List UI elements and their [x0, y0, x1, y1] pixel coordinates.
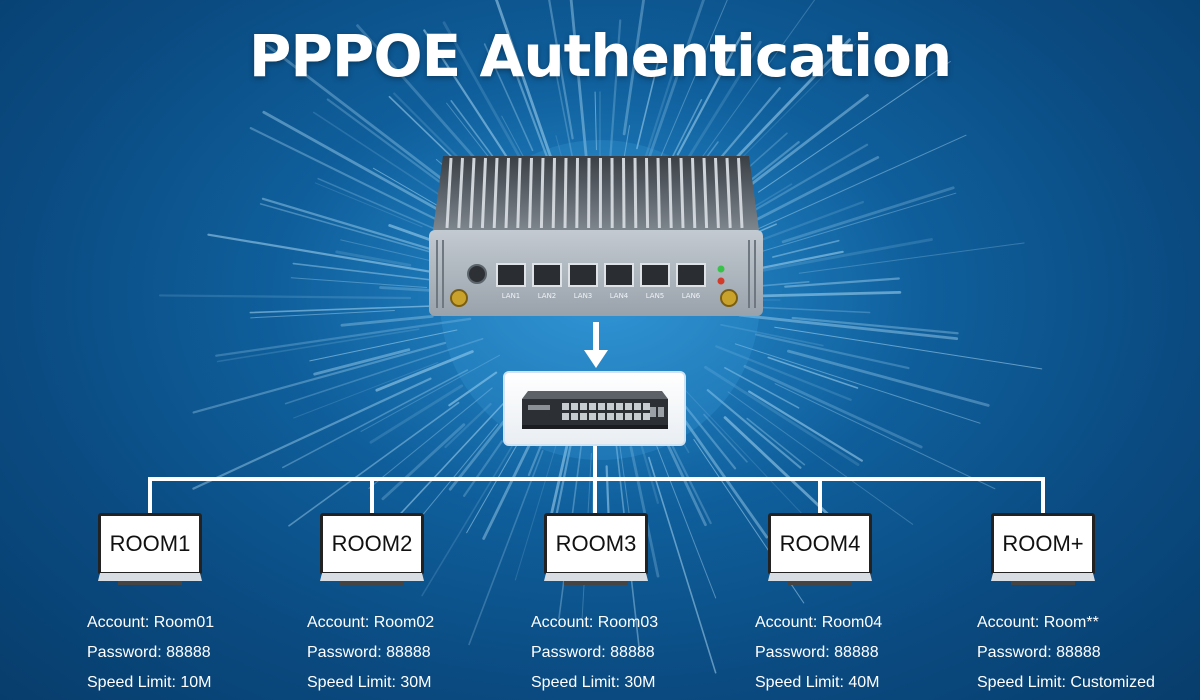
port-label: LAN1	[502, 292, 521, 300]
switch-port-icon	[589, 403, 596, 410]
port-label: LAN3	[574, 292, 593, 300]
arrow-down-icon	[584, 322, 608, 368]
ethernet-port-icon	[532, 263, 562, 287]
switch-port-icon	[643, 413, 650, 420]
speed-limit-text: Speed Limit: 30M	[531, 674, 656, 691]
status-led-icon	[717, 277, 725, 285]
switch-port-icon	[634, 403, 641, 410]
room-label: ROOM2	[331, 531, 413, 556]
port-label: LAN2	[538, 292, 557, 300]
switch-port-icon	[571, 413, 578, 420]
monitor-stand-icon	[98, 573, 202, 585]
switch-port-icon	[607, 403, 614, 410]
password-text: Password: 88888	[531, 644, 655, 661]
ethernet-port-icon	[568, 263, 598, 287]
room-info: Account: Room01 Password: 88888 Speed Li…	[87, 608, 214, 698]
monitor-screen: ROOM2	[320, 513, 424, 575]
ethernet-port-icon	[496, 263, 526, 287]
antenna-connector-icon	[720, 289, 738, 307]
switch-port-icon	[598, 403, 605, 410]
switch-port-icon	[562, 413, 569, 420]
room-info: Account: Room03 Password: 88888 Speed Li…	[531, 608, 658, 698]
speed-limit-text: Speed Limit: 40M	[755, 674, 880, 691]
port-label: LAN5	[646, 292, 665, 300]
switch-port-icon	[589, 413, 596, 420]
monitor-screen: ROOM4	[768, 513, 872, 575]
account-text: Account: Room04	[755, 614, 883, 631]
room-label: ROOM1	[109, 531, 191, 556]
speed-limit-text: Speed Limit: 30M	[307, 674, 432, 691]
speed-limit-text: Speed Limit: 10M	[87, 674, 212, 691]
room-label: ROOM4	[779, 531, 861, 556]
network-switch-box	[503, 371, 686, 446]
monitor-stand-icon	[991, 573, 1095, 585]
switch-port-icon	[625, 403, 632, 410]
password-text: Password: 88888	[755, 644, 879, 661]
room-monitor: ROOM2	[320, 513, 424, 585]
room-info: Account: Room02 Password: 88888 Speed Li…	[307, 608, 434, 698]
power-jack-icon	[467, 264, 487, 284]
switch-port-icon	[607, 413, 614, 420]
switch-port-icon	[625, 413, 632, 420]
switch-port-icon	[562, 403, 569, 410]
switch-uplink-port-icon	[650, 407, 656, 417]
password-text: Password: 88888	[977, 644, 1101, 661]
switch-port-icon	[643, 403, 650, 410]
antenna-connector-icon	[450, 289, 468, 307]
room-monitor: ROOM4	[768, 513, 872, 585]
room-label: ROOM+	[1002, 531, 1084, 556]
switch-port-icon	[580, 403, 587, 410]
status-led-icon	[717, 265, 725, 273]
ethernet-port-icon	[604, 263, 634, 287]
password-text: Password: 88888	[307, 644, 431, 661]
port-label: LAN4	[610, 292, 629, 300]
account-text: Account: Room**	[977, 614, 1099, 631]
monitor-screen: ROOM1	[98, 513, 202, 575]
room-monitor: ROOM3	[544, 513, 648, 585]
room-info: Account: Room** Password: 88888 Speed Li…	[977, 608, 1155, 698]
switch-port-icon	[616, 403, 623, 410]
monitor-screen: ROOM3	[544, 513, 648, 575]
monitor-stand-icon	[768, 573, 872, 585]
account-text: Account: Room03	[531, 614, 659, 631]
account-text: Account: Room01	[87, 614, 215, 631]
switch-port-icon	[634, 413, 641, 420]
room-info: Account: Room04 Password: 88888 Speed Li…	[755, 608, 882, 698]
password-text: Password: 88888	[87, 644, 211, 661]
room-monitor: ROOM1	[98, 513, 202, 585]
monitor-screen: ROOM+	[991, 513, 1095, 575]
speed-limit-text: Speed Limit: Customized	[977, 674, 1155, 691]
ethernet-port-icon	[640, 263, 670, 287]
room-label: ROOM3	[555, 531, 637, 556]
room-monitor: ROOM+	[991, 513, 1095, 585]
ethernet-port-icon	[676, 263, 706, 287]
router-device: LAN1 LAN2 LAN3 LAN4 LAN5 LAN6	[425, 148, 767, 324]
switch-port-icon	[571, 403, 578, 410]
switch-uplink-port-icon	[658, 407, 664, 417]
monitor-stand-icon	[320, 573, 424, 585]
port-label: LAN6	[682, 292, 701, 300]
monitor-stand-icon	[544, 573, 648, 585]
switch-port-icon	[598, 413, 605, 420]
switch-port-icon	[616, 413, 623, 420]
switch-port-icon	[580, 413, 587, 420]
account-text: Account: Room02	[307, 614, 435, 631]
network-switch-icon	[522, 391, 668, 429]
page-title: PPPOE Authentication	[248, 22, 952, 90]
